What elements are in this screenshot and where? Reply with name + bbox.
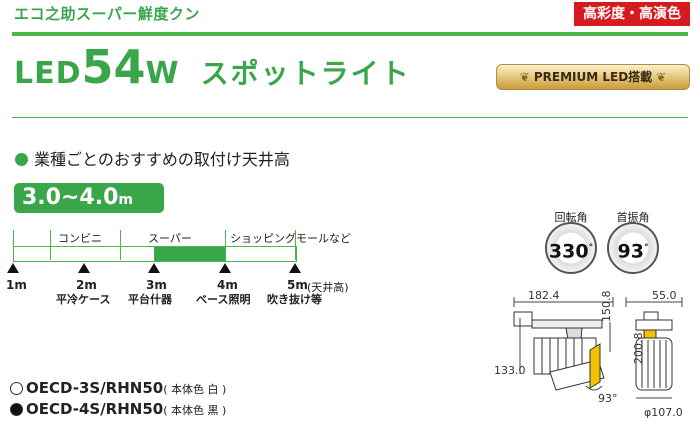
- mark-triangle-icon: [78, 263, 90, 273]
- model-white: OECD-3S/RHN50( 本体色 白 ): [10, 379, 226, 397]
- mark-triangle-icon: [289, 263, 301, 273]
- model-color-note: ( 本体色 白 ): [163, 383, 227, 396]
- color-rendering-tag: 高彩度・高演色: [574, 2, 690, 26]
- header-rule: [12, 32, 688, 36]
- rotation-angle-value: 330: [548, 240, 589, 263]
- model-code: OECD-4S/RHN50: [26, 400, 164, 418]
- brand-name: エコ之助スーパー鮮度クン: [14, 5, 200, 23]
- tilt-angle-value: 93: [617, 240, 644, 263]
- front-adapter: [643, 311, 659, 321]
- model-code: OECD-3S/RHN50: [26, 379, 164, 397]
- premium-text: PREMIUM LED搭載: [533, 70, 653, 84]
- scale-divider: [13, 230, 14, 260]
- title-led: LED: [14, 56, 82, 91]
- use-base-lighting: ベース照明: [196, 293, 251, 306]
- mark-5m: 5m: [287, 278, 308, 292]
- dim-height-b: 200.8: [632, 332, 645, 365]
- scale-divider: [50, 230, 51, 260]
- mark-3m: 3m: [146, 278, 167, 292]
- model-color-note: ( 本体色 黒 ): [163, 404, 227, 417]
- dim-width: 182.4: [528, 289, 560, 302]
- dim-height-a: 150.8: [600, 290, 613, 323]
- premium-led-badge: ❦PREMIUM LED搭載❦: [496, 64, 690, 90]
- use-atrium: 吹き抜け等: [267, 293, 322, 306]
- dim-depth: 133.0: [494, 364, 526, 377]
- rotation-gauge-icon: 330°: [545, 222, 597, 274]
- section-rule: [12, 117, 688, 118]
- laurel-right-icon: ❦: [656, 70, 667, 84]
- ceiling-note: (天井高): [307, 281, 349, 294]
- title-wattage: 54: [81, 40, 146, 94]
- mark-triangle-icon: [7, 263, 19, 273]
- model-black: OECD-4S/RHN50( 本体色 黒 ): [10, 400, 226, 418]
- dimension-drawing: [513, 297, 683, 399]
- mark-4m: 4m: [217, 278, 238, 292]
- bullet-icon: [15, 153, 28, 166]
- mark-triangle-icon: [148, 263, 160, 273]
- track-adapter: [513, 311, 533, 327]
- title-unit: W: [145, 56, 179, 91]
- white-dot-icon: [10, 382, 23, 395]
- mark-2m: 2m: [76, 278, 97, 292]
- mark-triangle-icon: [219, 263, 231, 273]
- dim-side-width: 55.0: [652, 289, 677, 302]
- height-range-badge: 3.0~4.0m: [14, 183, 164, 213]
- rotation-angle-label: 回転角: [554, 211, 588, 224]
- lens: [589, 343, 601, 389]
- segment-supermarket: スーパー: [148, 232, 192, 245]
- mark-1m: 1m: [6, 278, 27, 292]
- tilt-gauge-icon: 93°: [607, 222, 659, 274]
- section-title: 業種ごとのおすすめの取付け天井高: [34, 150, 290, 169]
- laurel-left-icon: ❦: [519, 70, 530, 84]
- dim-diameter: φ107.0: [644, 406, 683, 419]
- scale-divider: [120, 230, 121, 260]
- title-subtitle: スポットライト: [200, 57, 411, 90]
- range-unit: m: [118, 192, 133, 208]
- black-dot-icon: [10, 403, 23, 416]
- scale-divider: [225, 230, 226, 260]
- recommended-range-fill: [154, 247, 226, 261]
- use-flat-fixture: 平台什器: [128, 293, 172, 306]
- segment-mall: ショッピングモールなど: [230, 232, 351, 245]
- use-flat-case: 平冷ケース: [56, 293, 111, 306]
- range-value: 3.0~4.0: [22, 185, 119, 210]
- dim-angle: 93°: [598, 392, 618, 405]
- scale-divider: [295, 230, 296, 260]
- tilt-angle-label: 首振角: [616, 211, 650, 224]
- segment-convenience: コンビニ: [58, 232, 102, 245]
